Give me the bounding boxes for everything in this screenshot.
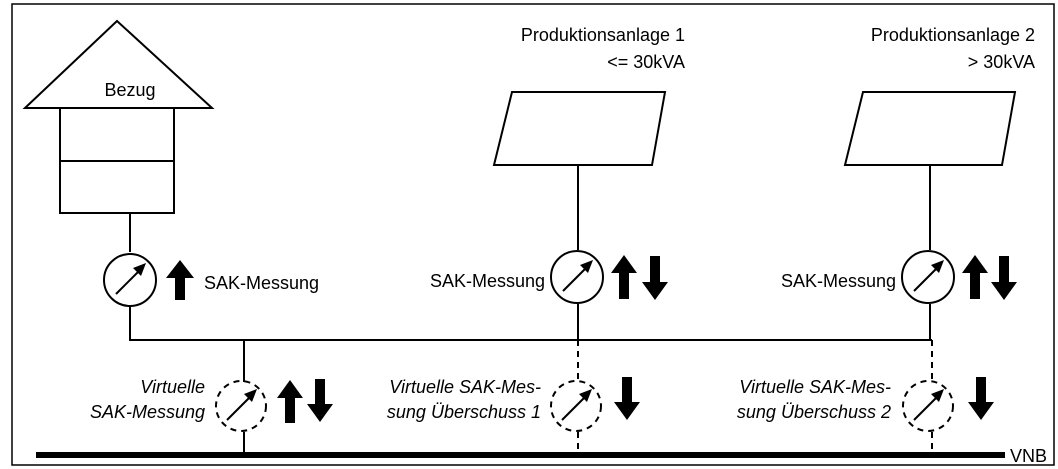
virtual-meter-main-gauge-icon bbox=[215, 380, 267, 432]
meter-house-up-arrow-icon bbox=[166, 260, 194, 300]
meter-plant-1: SAK-Messung bbox=[430, 250, 668, 304]
meter-house: SAK-Messung bbox=[103, 253, 319, 307]
diagram-frame bbox=[11, 3, 1055, 466]
meter-plant-2: SAK-Messung bbox=[781, 250, 1017, 304]
plant-2-title: Produktionsanlage 2 bbox=[871, 25, 1035, 45]
virtual-meter-main-line1: Virtuelle bbox=[140, 377, 205, 397]
plant-1-panel bbox=[492, 91, 667, 166]
meter-plant-1-gauge-icon bbox=[550, 250, 604, 304]
house-label: Bezug bbox=[104, 80, 155, 100]
meter-plant-2-label: SAK-Messung bbox=[781, 271, 896, 291]
meter-plant-1-down-arrow-icon bbox=[642, 256, 668, 300]
virtual-meter-1: Virtuelle SAK-Mes- sung Überschuss 1 bbox=[387, 377, 640, 432]
virtual-meter-1-down-arrow-icon bbox=[614, 377, 640, 420]
plant-1-title: Produktionsanlage 1 bbox=[521, 25, 685, 45]
virtual-meter-2-line1: Virtuelle SAK-Mes- bbox=[739, 377, 891, 397]
virtual-meter-2: Virtuelle SAK-Mes- sung Überschuss 2 bbox=[737, 377, 994, 432]
virtual-meter-1-line1: Virtuelle SAK-Mes- bbox=[389, 377, 541, 397]
virtual-meter-2-line2: sung Überschuss 2 bbox=[737, 402, 891, 422]
plant-1-rating: <= 30kVA bbox=[607, 52, 685, 72]
plant-1: Produktionsanlage 1 <= 30kVA bbox=[492, 25, 685, 340]
virtual-meter-main-down-arrow-icon bbox=[307, 379, 333, 422]
house-upper-block bbox=[59, 107, 175, 162]
meter-plant-2-down-arrow-icon bbox=[991, 256, 1017, 300]
plant-2-panel bbox=[843, 91, 1017, 166]
virtual-meter-2-gauge-icon bbox=[902, 380, 954, 432]
virtual-meter-1-gauge-icon bbox=[550, 380, 602, 432]
meter-plant-1-up-arrow-icon bbox=[611, 255, 637, 299]
virtual-meter-main-line2: SAK-Messung bbox=[90, 402, 205, 422]
virtual-meter-main: Virtuelle SAK-Messung bbox=[90, 377, 333, 432]
grid-label: VNB bbox=[1010, 446, 1047, 466]
meter-house-gauge-icon bbox=[103, 253, 157, 307]
meter-plant-1-label: SAK-Messung bbox=[430, 271, 545, 291]
meter-house-label: SAK-Messung bbox=[204, 273, 319, 293]
house: Bezug bbox=[22, 19, 215, 214]
meter-plant-2-up-arrow-icon bbox=[962, 255, 988, 299]
house-lower-block bbox=[59, 160, 175, 214]
virtual-meter-main-up-arrow-icon bbox=[277, 380, 303, 423]
plant-2: Produktionsanlage 2 > 30kVA bbox=[843, 25, 1035, 340]
plant-2-rating: > 30kVA bbox=[968, 52, 1035, 72]
virtual-meter-1-line2: sung Überschuss 1 bbox=[387, 402, 541, 422]
virtual-meter-2-down-arrow-icon bbox=[968, 377, 994, 420]
meter-plant-2-gauge-icon bbox=[901, 250, 955, 304]
